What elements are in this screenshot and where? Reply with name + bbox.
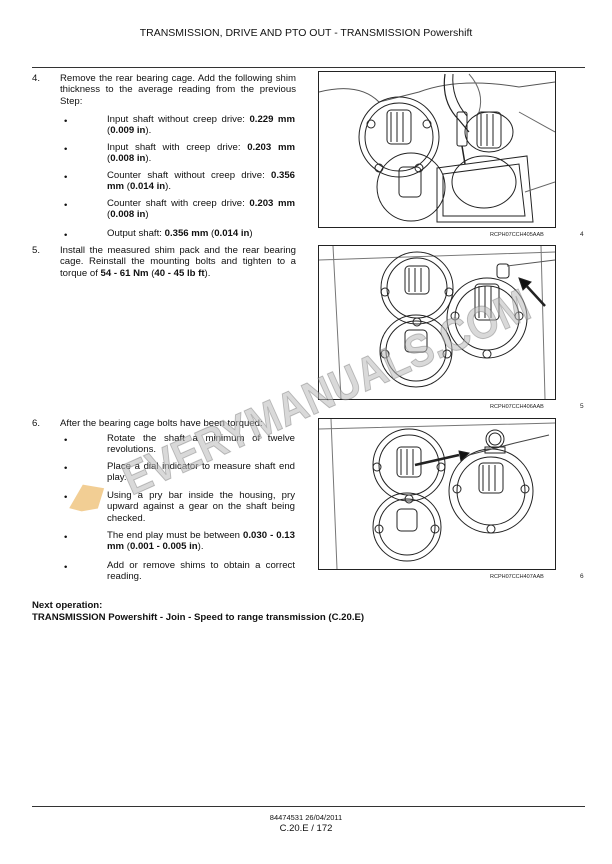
bullet: •: [64, 463, 68, 474]
step-5-text: Install the measured shim pack and the r…: [60, 245, 296, 279]
figure-4-number: 4: [580, 231, 584, 238]
bullet: •: [64, 230, 68, 241]
bullet: •: [64, 116, 68, 127]
figure-4-illustration: [318, 71, 556, 228]
figure-5-illustration: [318, 245, 556, 400]
bullet: •: [64, 562, 68, 573]
step-number-6: 6.: [32, 418, 41, 429]
figure-4-caption: RCPH07CCH405AAB: [490, 232, 544, 238]
step-6-bullet-4: The end play must be between 0.030 - 0.1…: [107, 530, 295, 553]
watermark-logo-icon: [69, 484, 105, 512]
step-6-bullet-2: Place a dial indicator to measure shaft …: [107, 461, 295, 484]
step-4-bullet-2: Input shaft with creep drive: 0.203 mm (…: [107, 142, 295, 165]
step-number-5: 5.: [32, 245, 41, 256]
page-header-title: TRANSMISSION, DRIVE AND PTO OUT - TRANSM…: [139, 27, 473, 39]
footer-doc-number: 84474531 26/04/2011: [269, 813, 343, 822]
figure-6-number: 6: [580, 573, 584, 580]
step-4-bullet-4: Counter shaft with creep drive: 0.203 mm…: [107, 198, 296, 221]
figure-5-number: 5: [580, 403, 584, 410]
figure-6-illustration: [318, 418, 556, 570]
step-4-bullet-1: Input shaft without creep drive: 0.229 m…: [107, 114, 295, 137]
step-6-bullet-5: Add or remove shims to obtain a correct …: [107, 560, 295, 583]
next-operation-link[interactable]: TRANSMISSION Powershift - Join - Speed t…: [32, 612, 365, 623]
step-6-bullet-3: Using a pry bar inside the housing, pry …: [107, 490, 295, 524]
step-6-bullet-1: Rotate the shaft a minimum of twelve rev…: [107, 433, 295, 456]
bullet: •: [64, 200, 68, 211]
step-number-4: 4.: [32, 73, 41, 84]
bullet: •: [64, 144, 68, 155]
bullet: •: [64, 172, 68, 183]
figure-6-caption: RCPH07CCH407AAB: [490, 574, 544, 580]
footer-page-number: C.20.E / 172: [279, 823, 333, 834]
figure-5-caption: RCPH07CCH406AAB: [490, 404, 544, 410]
step-4-text: Remove the rear bearing cage. Add the fo…: [60, 73, 296, 107]
footer-rule: [32, 806, 585, 807]
step-4-bullet-3: Counter shaft without creep drive: 0.356…: [107, 170, 295, 193]
step-6-text: After the bearing cage bolts have been t…: [60, 418, 263, 429]
bullet: •: [64, 435, 68, 446]
header-rule: [32, 67, 585, 68]
bullet: •: [64, 532, 68, 543]
bullet: •: [64, 492, 68, 503]
step-4-bullet-5: Output shaft: 0.356 mm (0.014 in): [107, 228, 253, 239]
next-operation-label: Next operation:: [32, 600, 103, 611]
